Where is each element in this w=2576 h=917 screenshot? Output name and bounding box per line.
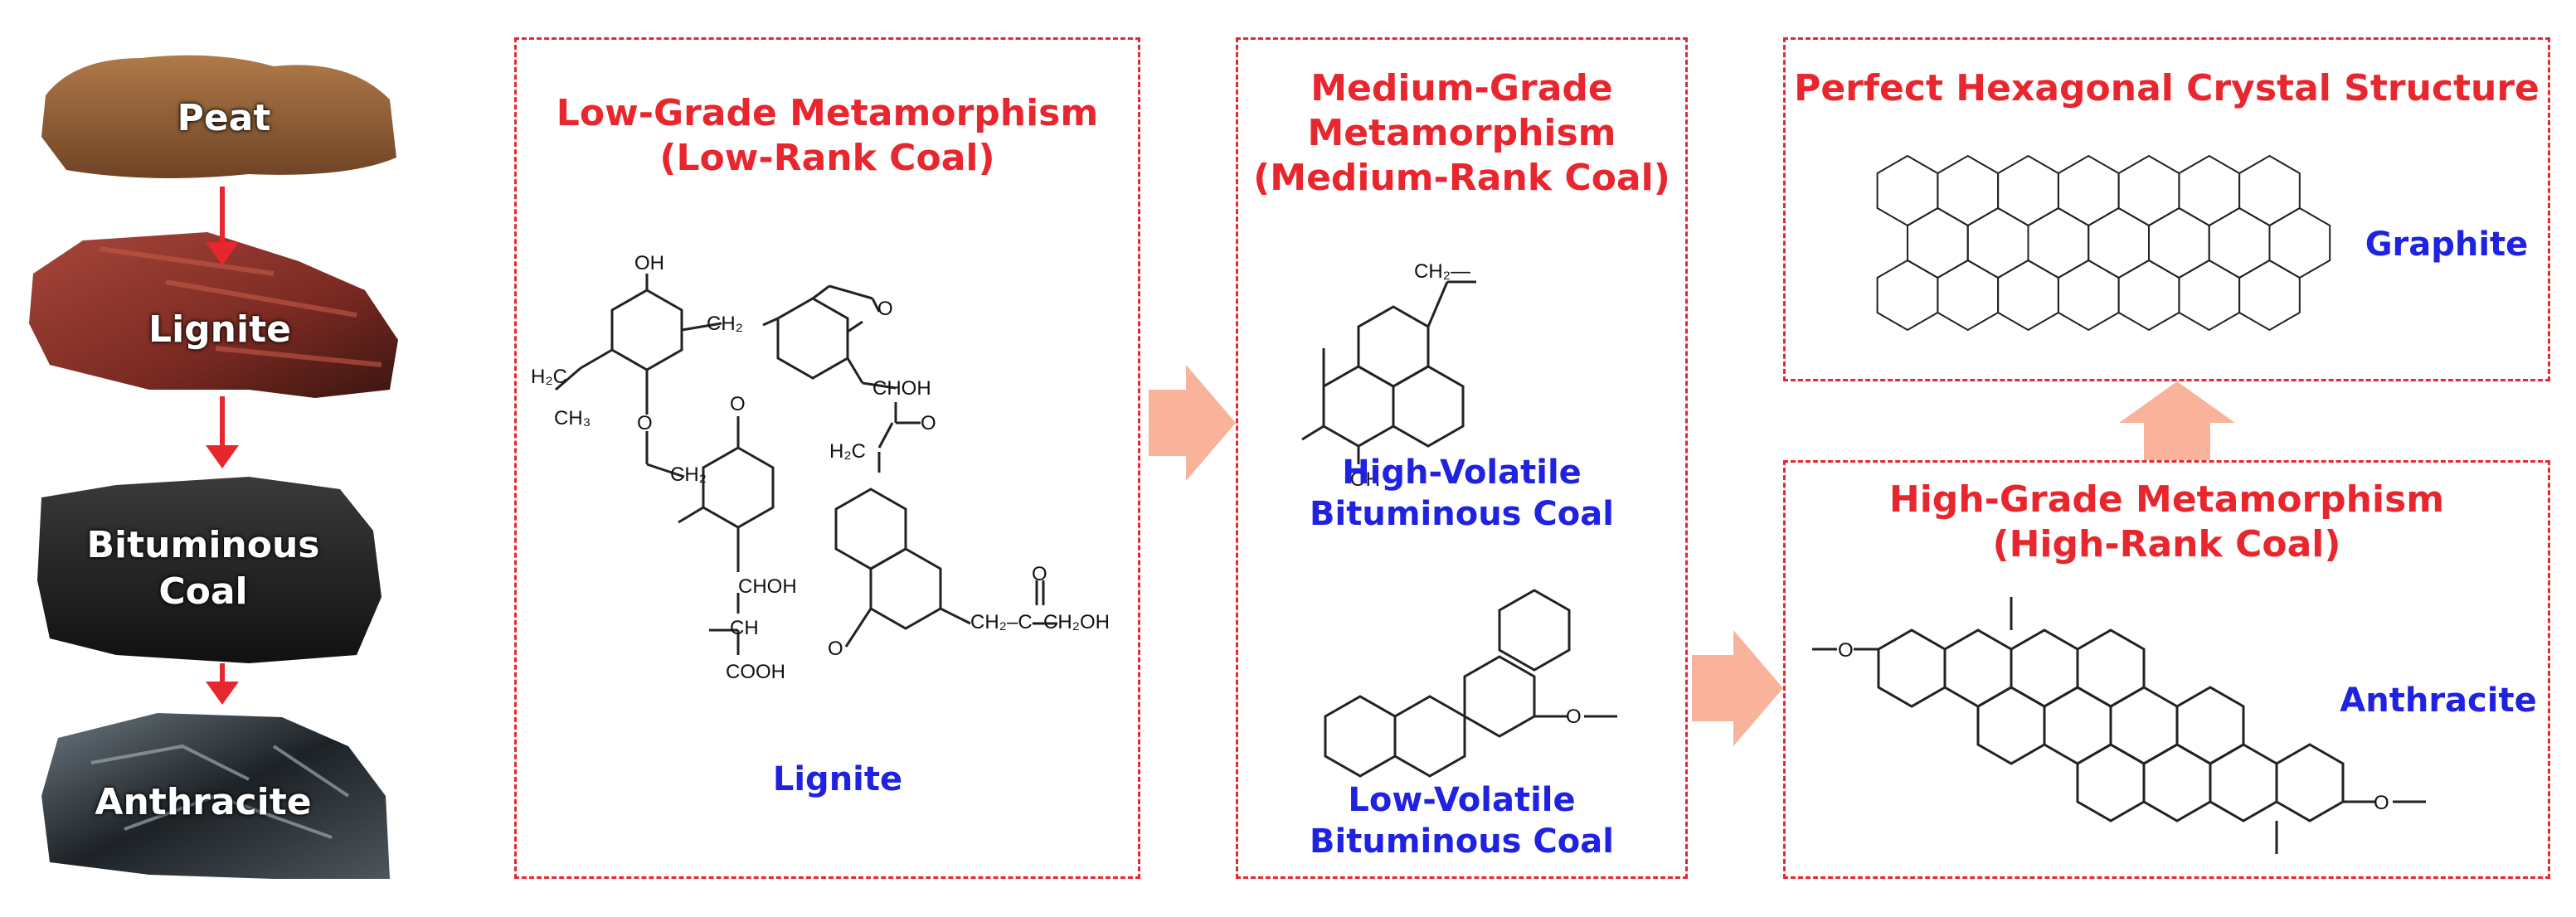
svg-text:O: O	[1032, 563, 1047, 585]
svg-text:CHOH: CHOH	[872, 377, 931, 400]
down-arrow-2	[206, 396, 239, 468]
svg-text:H₂C: H₂C	[829, 440, 866, 463]
svg-text:CHOH: CHOH	[738, 575, 797, 598]
down-arrow-3	[206, 663, 239, 705]
svg-text:O: O	[828, 638, 843, 660]
lignite-molecule	[555, 274, 1057, 655]
svg-text:CH₂: CH₂	[670, 463, 707, 486]
svg-text:CH₃: CH₃	[554, 407, 591, 429]
svg-text:CH₂—: CH₂—	[1414, 260, 1470, 283]
up-arrow	[2119, 381, 2235, 460]
svg-text:OH: OH	[1350, 468, 1380, 491]
lignite-caption: Lignite	[772, 760, 903, 798]
svg-text:CH₂–C–CH₂OH: CH₂–C–CH₂OH	[970, 611, 1110, 633]
right-arrow-2	[1692, 630, 1783, 746]
graphite-lattice	[1876, 154, 2331, 332]
svg-text:OH: OH	[634, 252, 664, 274]
right-arrow-1	[1149, 365, 1236, 481]
svg-text:CH₂: CH₂	[707, 313, 743, 335]
svg-text:O: O	[730, 393, 746, 415]
svg-text:COOH: COOH	[726, 661, 785, 683]
high-grade-panel	[1783, 460, 2550, 879]
rock-label-anthracite: Anthracite	[95, 781, 312, 823]
svg-text:O: O	[1838, 639, 1854, 662]
graphite-caption: Graphite	[2365, 226, 2529, 264]
rock-label-bituminous: Bituminous Coal	[86, 524, 320, 613]
low-volatile-molecule-labels: O	[1566, 706, 1582, 728]
graphite-panel	[1783, 37, 2550, 381]
rock-label-lignite: Lignite	[148, 308, 291, 351]
medium-grade-title: Medium-Grade Metamorphism (Medium-Rank C…	[1253, 67, 1670, 199]
svg-text:O: O	[877, 298, 893, 320]
low-volatile-caption: Low-Volatile Bituminous Coal	[1310, 781, 1614, 861]
svg-text:CH: CH	[730, 617, 759, 639]
lignite-molecule-labels: OH CH₂ H₂C CH₃ O CH₂ O O CHOH O H₂C CHOH…	[531, 252, 1110, 683]
svg-text:O: O	[637, 412, 653, 434]
down-arrow-1	[206, 187, 239, 265]
anthracite-rock	[41, 713, 390, 879]
peat-rock	[41, 55, 396, 178]
high-volatile-molecule	[1301, 280, 1476, 464]
lignite-rock	[29, 232, 398, 398]
bituminous-rock	[37, 477, 382, 663]
svg-text:H₂C: H₂C	[531, 366, 567, 388]
anthracite-molecule-labels: O O	[1838, 639, 2389, 814]
rock-label-peat: Peat	[177, 97, 271, 139]
anthracite-caption: Anthracite	[2340, 682, 2537, 720]
low-volatile-molecule	[1324, 589, 1617, 778]
low-grade-panel	[514, 37, 1140, 879]
graphite-hexagon	[2238, 259, 2301, 332]
svg-text:O: O	[2374, 792, 2389, 814]
medium-grade-panel	[1236, 37, 1688, 879]
high-volatile-molecule-labels: CH₂— OH	[1350, 260, 1470, 491]
svg-text:O: O	[1566, 706, 1582, 728]
low-grade-title: Low-Grade Metamorphism (Low-Rank Coal)	[556, 92, 1099, 179]
graphite-title: Perfect Hexagonal Crystal Structure	[1794, 67, 2540, 109]
high-volatile-caption: High-Volatile Bituminous Coal	[1310, 454, 1614, 533]
svg-text:O: O	[921, 412, 936, 434]
high-grade-title: High-Grade Metamorphism (High-Rank Coal)	[1888, 478, 2445, 565]
anthracite-molecule	[1812, 597, 2426, 854]
